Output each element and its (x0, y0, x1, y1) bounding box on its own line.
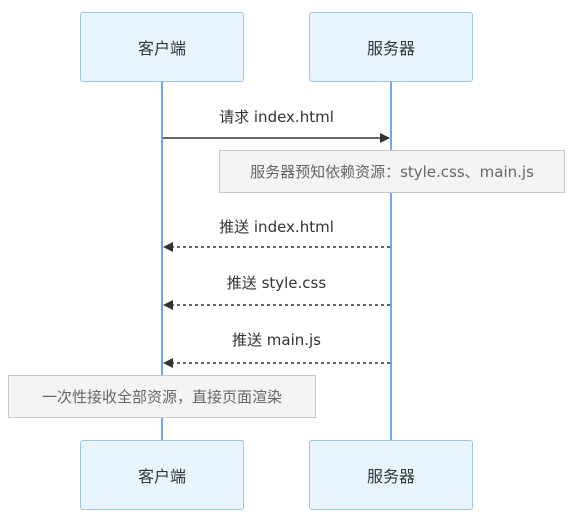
client-actor-label: 客户端 (137, 39, 186, 58)
note-client-render: 一次性接收全部资源，直接页面渲染 (8, 375, 316, 418)
note-server-preload: 服务器预知依赖资源：style.css、main.js (219, 150, 565, 193)
server-actor-top: 服务器 (309, 12, 473, 82)
note-client-render-text: 一次性接收全部资源，直接页面渲染 (41, 388, 282, 406)
server-actor-bottom: 服务器 (309, 440, 473, 510)
message-label-push-main: 推送 main.js (232, 331, 321, 349)
client-lifeline (161, 82, 163, 440)
server-actor-label: 服务器 (366, 39, 415, 58)
client-actor-top: 客户端 (80, 12, 244, 82)
server-actor-label: 服务器 (366, 467, 415, 486)
client-actor-bottom: 客户端 (80, 440, 244, 510)
server-lifeline (390, 82, 392, 440)
message-label-request-index: 请求 index.html (219, 108, 334, 126)
message-label-push-style: 推送 style.css (226, 274, 327, 292)
note-server-preload-text: 服务器预知依赖资源：style.css、main.js (250, 163, 534, 181)
client-actor-label: 客户端 (137, 467, 186, 486)
message-label-push-index: 推送 index.html (219, 218, 334, 236)
